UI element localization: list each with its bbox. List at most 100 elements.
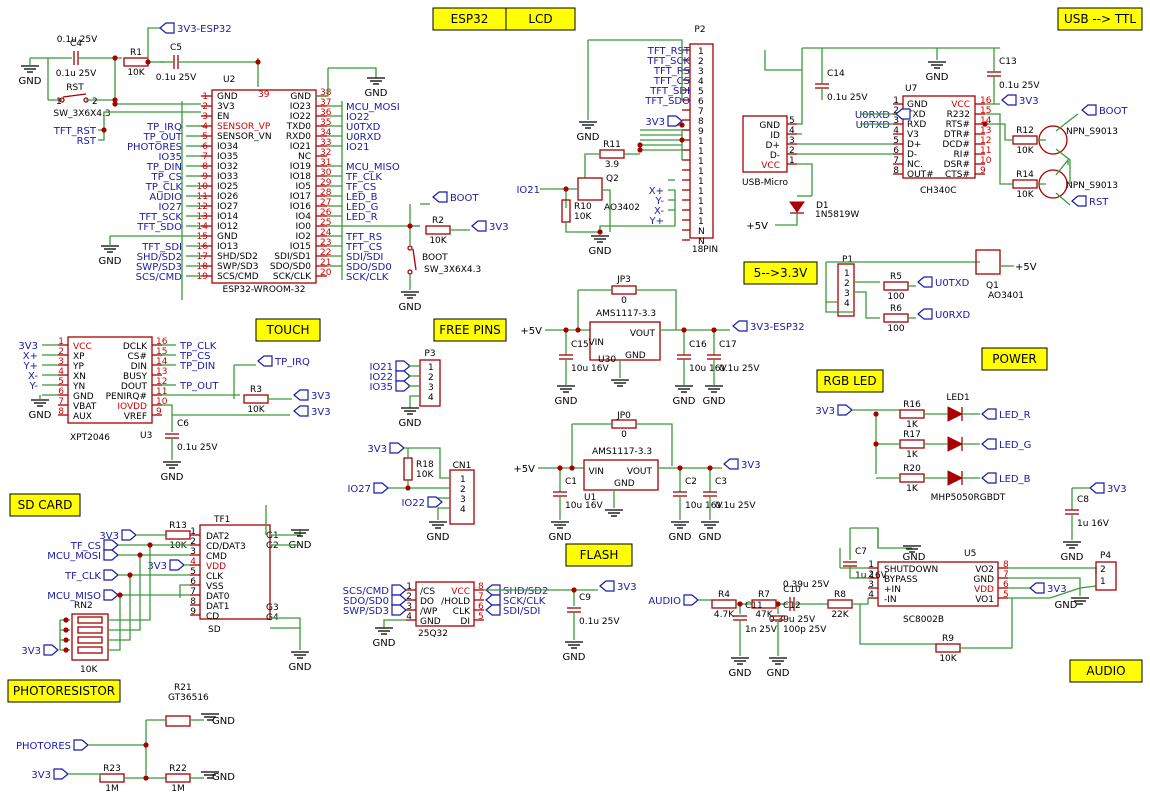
net-flash: SWP/SD3 [343, 606, 389, 617]
wire [1055, 113, 1079, 132]
resistor [1012, 179, 1038, 189]
net-label: X+ [649, 186, 664, 197]
ground-label: GND [365, 88, 388, 99]
pin-name: VO1 [975, 595, 994, 605]
p2-part: 18PIN [692, 245, 718, 255]
net-io21: IO21 [516, 185, 540, 196]
pin-name: IO34 [217, 142, 238, 152]
junction-dot [101, 127, 107, 133]
pin-number: 3 [789, 136, 795, 146]
pin-number: 3 [202, 112, 208, 122]
wire [797, 48, 803, 125]
pin-number: 15 [156, 347, 167, 357]
net-tf-clk: TF_CLK [64, 571, 101, 582]
capacitor-value: 10u 16V [565, 501, 603, 511]
net-led-shape [981, 438, 997, 450]
capacitor-value: 0.1u 25V [999, 81, 1040, 91]
net-flash-shape [485, 604, 501, 616]
pin-number: 1 [406, 582, 412, 592]
pin-name: EN [217, 112, 229, 122]
audio-connector [1095, 561, 1117, 591]
wire [1008, 567, 1097, 574]
net-label: 3V3 [18, 341, 38, 352]
junction-dot [63, 637, 69, 643]
pin-name: DAT0 [206, 592, 230, 602]
net-label: Y- [654, 196, 664, 207]
pin-number: 4 [844, 299, 850, 309]
pin-number: 20 [320, 268, 332, 278]
wire [1055, 192, 1071, 206]
ground-label: GND [549, 532, 572, 543]
wire [162, 404, 290, 416]
pin-name: IO12 [217, 222, 238, 232]
junction-dot [679, 122, 685, 128]
resistor-ref: R4 [718, 590, 730, 600]
pin-name: /CS [420, 587, 435, 597]
junction-dot [637, 147, 643, 153]
junction-dot [127, 572, 133, 578]
pin-number: 33 [320, 138, 331, 148]
pin-name: GND [907, 100, 928, 110]
pin-name: SHD/SD2 [217, 252, 258, 262]
ldo-vout: VOUT [630, 329, 656, 339]
pin-name: D- [907, 150, 917, 160]
net-3v3-audio: 3V3 [1047, 584, 1067, 595]
pin-name: SENSOR_VN [217, 132, 272, 142]
resistor-value: 100 [887, 292, 904, 302]
pin-number: 6 [698, 97, 704, 107]
resistor [99, 773, 125, 783]
wire [1055, 148, 1071, 184]
led-diode [947, 436, 964, 452]
capacitor-ref: C12 [783, 601, 801, 611]
power-connector [837, 263, 855, 317]
pin-number: 2 [844, 279, 850, 289]
wire [437, 507, 450, 520]
resistor [883, 281, 909, 291]
wire [108, 575, 131, 641]
ground-label: GND [699, 532, 722, 543]
resistor-ref: R11 [603, 140, 621, 150]
resistor-value: 10K [1016, 146, 1034, 156]
ground-label: GND [669, 532, 692, 543]
net-label: LED_R [346, 212, 378, 223]
mosfet-q1 [975, 249, 1001, 275]
resistor [165, 530, 191, 540]
pin-number: 2 [698, 57, 704, 67]
net-3v3-cn1: 3V3 [367, 444, 387, 455]
net-tf-clk-shape [103, 569, 119, 581]
resistor-value: 0 [621, 296, 627, 306]
ground-label: GND [212, 716, 235, 727]
net-label: X- [654, 206, 664, 217]
pin-name: D+ [766, 141, 780, 151]
pin-number: 5 [789, 116, 795, 126]
tf1-ref: TF1 [213, 515, 230, 525]
section-lcd [505, 7, 576, 31]
pin-number: 8 [893, 166, 899, 176]
net-3v3-usb-shape [1001, 94, 1017, 106]
pin-name: GND [217, 232, 238, 242]
section-lcd-text: LCD [528, 12, 552, 26]
junction-dot [557, 465, 563, 471]
pin-name: G1 [266, 531, 279, 541]
pin-number: 8 [698, 117, 704, 127]
resistor-ref: R5 [890, 272, 902, 282]
ground-label: GND [563, 652, 586, 663]
ground-label: GND [589, 246, 612, 257]
net-label: SCK/CLK [346, 272, 389, 283]
net-3v3-esp32: 3V3-ESP32 [177, 24, 232, 35]
wire [797, 163, 813, 196]
net-flash-shape [391, 604, 407, 616]
pin-number: 1 [868, 560, 874, 570]
junction-dot [147, 542, 153, 548]
pin-number: 31 [320, 158, 331, 168]
capacitor-value: 0.1u 25V [156, 73, 197, 83]
ldo-vout: VOUT [627, 467, 653, 477]
junction-dot [145, 59, 151, 65]
wire [270, 530, 301, 536]
pin-number: 4 [190, 557, 196, 567]
wire [98, 130, 105, 141]
pin-number: 35 [320, 118, 331, 128]
pin-name: VREF [124, 412, 147, 422]
ground-label: GND [212, 772, 235, 783]
section-free-pins [433, 318, 507, 342]
